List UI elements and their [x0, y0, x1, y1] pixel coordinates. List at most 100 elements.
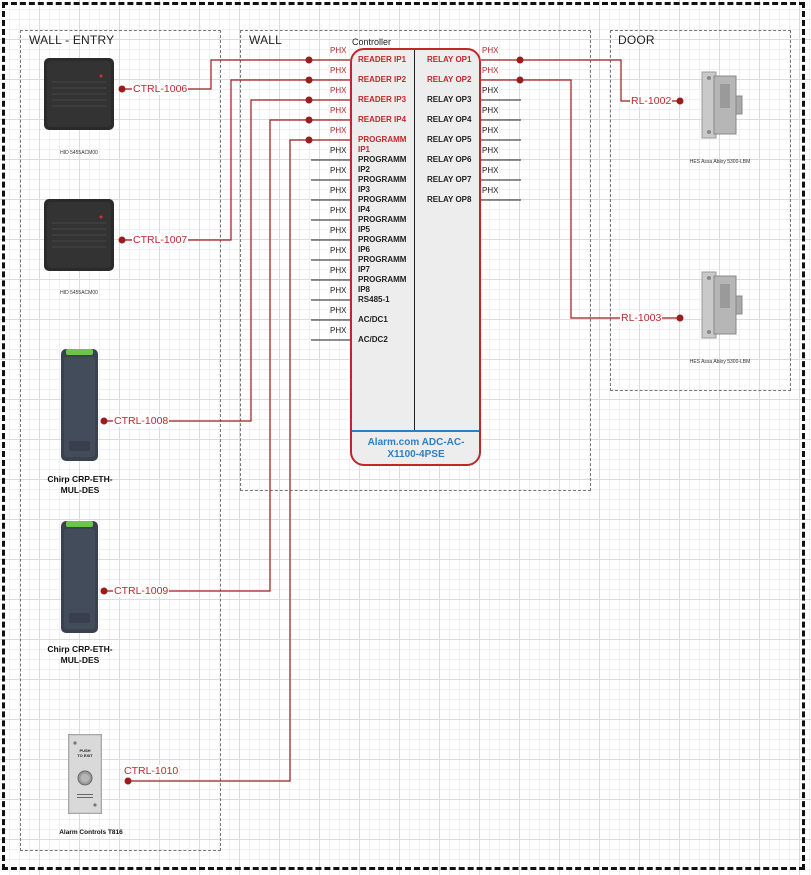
wire-end-dot	[305, 116, 313, 124]
hid-reader-2[interactable]	[44, 199, 114, 276]
wire-ctrl-1009	[106, 119, 350, 592]
tag-ctrl-1009: CTRL-1009	[113, 585, 170, 597]
exit-button-caption: Alarm Controls T816	[59, 829, 123, 836]
door-strike-1-caption: HES Assa Abloy 5300-LBM	[689, 159, 751, 165]
phx-left-5: PHX	[330, 126, 347, 135]
port-left-8: PROGRAMM IP4	[358, 195, 407, 214]
chirp-reader-2[interactable]	[61, 521, 98, 638]
port-left-5: PROGRAMM IP1	[358, 135, 407, 154]
controller-model: Alarm.com ADC-AC-X1100-4PSE	[367, 437, 465, 460]
port-right-4: RELAY OP4	[427, 115, 472, 124]
phx-right-8: PHX	[482, 186, 499, 195]
phx-left-4: PHX	[330, 106, 347, 115]
wire-ctrl-1008	[106, 99, 350, 422]
controller-box[interactable]	[350, 48, 481, 466]
phx-left-2: PHX	[330, 66, 347, 75]
electric-strike-icon	[701, 71, 743, 139]
port-right-8: RELAY OP8	[427, 195, 472, 204]
door-strike-1[interactable]	[700, 70, 744, 145]
zone-wall	[240, 30, 591, 491]
exit-button[interactable]: PUSH TO EXIT	[67, 733, 103, 819]
wire-end-dot	[100, 587, 108, 595]
wire-end-dot	[305, 56, 313, 64]
phx-left-3: PHX	[330, 86, 347, 95]
port-left-13: RS485-1	[358, 295, 390, 304]
tag-rl-1003: RL-1003	[620, 312, 663, 324]
zone-wall-entry	[20, 30, 221, 851]
phx-left-8: PHX	[330, 186, 347, 195]
port-right-5: RELAY OP5	[427, 135, 472, 144]
phx-right-3: PHX	[482, 86, 499, 95]
door-strike-2[interactable]	[700, 270, 744, 345]
hid-reader-1[interactable]	[44, 58, 114, 135]
port-right-1: RELAY OP1	[427, 55, 472, 64]
phx-left-11: PHX	[330, 246, 347, 255]
port-left-3: READER IP3	[358, 95, 407, 104]
phx-right-4: PHX	[482, 106, 499, 115]
port-left-10: PROGRAMM IP6	[358, 235, 407, 254]
phx-left-10: PHX	[330, 226, 347, 235]
port-left-4: READER IP4	[358, 115, 407, 124]
port-left-6: PROGRAMM IP2	[358, 155, 407, 174]
wire-end-dot	[676, 97, 684, 105]
wire-ctrl-1010	[128, 139, 350, 782]
port-left-15: AC/DC2	[358, 335, 388, 344]
controller-divider	[414, 50, 415, 430]
port-right-6: RELAY OP6	[427, 155, 472, 164]
hid-reader-2-caption: HID 5455ACM00	[60, 290, 98, 296]
tag-ctrl-1007: CTRL-1007	[132, 234, 189, 246]
chirp-reader-1-caption: Chirp CRP-ETH-MUL-DES	[47, 474, 113, 495]
port-left-14: AC/DC1	[358, 315, 388, 324]
card-reader-icon	[44, 58, 114, 130]
phx-left-9: PHX	[330, 206, 347, 215]
wire-end-dot	[305, 136, 313, 144]
phx-left-6: PHX	[330, 146, 347, 155]
phx-left-13: PHX	[330, 286, 347, 295]
chirp-reader-2-caption: Chirp CRP-ETH-MUL-DES	[47, 644, 113, 665]
zone-wall-entry-label: WALL - ENTRY	[29, 33, 115, 47]
tag-rl-1002: RL-1002	[630, 95, 673, 107]
wire-rl-1003	[481, 79, 680, 319]
chirp-reader-1[interactable]	[61, 349, 98, 466]
port-right-2: RELAY OP2	[427, 75, 472, 84]
wire-end-dot	[124, 777, 132, 785]
wire-end-dot	[305, 76, 313, 84]
phx-right-2: PHX	[482, 66, 499, 75]
card-reader-icon	[44, 199, 114, 271]
controller-model-bar	[352, 430, 479, 432]
phx-left-14: PHX	[330, 306, 347, 315]
phx-left-7: PHX	[330, 166, 347, 175]
phx-left-1: PHX	[330, 46, 347, 55]
wire-end-dot	[516, 76, 524, 84]
push-button-icon	[67, 733, 103, 815]
zone-door-label: DOOR	[618, 33, 655, 47]
port-left-9: PROGRAMM IP5	[358, 215, 407, 234]
mullion-reader-icon	[61, 521, 98, 633]
port-left-11: PROGRAMM IP7	[358, 255, 407, 274]
tag-ctrl-1006: CTRL-1006	[132, 83, 189, 95]
phx-left-12: PHX	[330, 266, 347, 275]
tag-ctrl-1010: CTRL-1010	[123, 765, 180, 777]
tag-ctrl-1008: CTRL-1008	[113, 415, 170, 427]
port-left-12: PROGRAMM IP8	[358, 275, 407, 294]
controller-title: Controller	[352, 37, 392, 47]
port-left-1: READER IP1	[358, 55, 407, 64]
exit-button-plate-text: PUSH TO EXIT	[77, 748, 93, 758]
phx-right-1: PHX	[482, 46, 499, 55]
wire-end-dot	[100, 417, 108, 425]
zone-door	[610, 30, 791, 391]
wire-end-dot	[676, 314, 684, 322]
wire-end-dot	[516, 56, 524, 64]
zone-wall-label: WALL	[249, 33, 283, 47]
hid-reader-1-caption: HID 5455ACM00	[60, 150, 98, 156]
port-left-7: PROGRAMM IP3	[358, 175, 407, 194]
electric-strike-icon	[701, 271, 743, 339]
port-left-2: READER IP2	[358, 75, 407, 84]
wire-end-dot	[118, 85, 126, 93]
wire-end-dot	[305, 96, 313, 104]
port-right-3: RELAY OP3	[427, 95, 472, 104]
wire-end-dot	[118, 236, 126, 244]
phx-right-6: PHX	[482, 146, 499, 155]
